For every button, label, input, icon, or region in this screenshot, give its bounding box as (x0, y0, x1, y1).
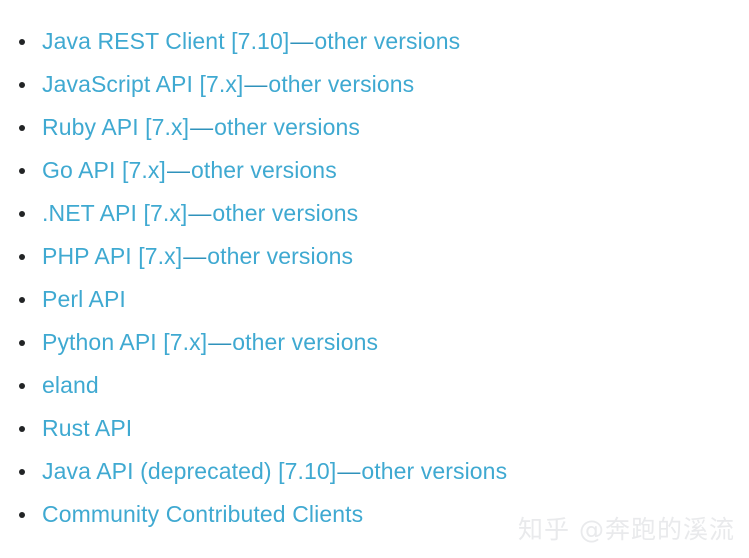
client-link[interactable]: JavaScript API [7.x] (42, 71, 244, 97)
client-link[interactable]: Java REST Client [7.10] (42, 28, 290, 54)
list-item: Python API [7.x]—other versions (0, 321, 749, 364)
separator-dash: — (244, 71, 268, 97)
bullet-icon (19, 382, 25, 389)
other-versions-link[interactable]: other versions (268, 71, 415, 97)
separator-dash: — (190, 114, 214, 140)
client-link[interactable]: Community Contributed Clients (42, 501, 364, 527)
other-versions-link[interactable]: other versions (190, 157, 337, 183)
separator-dash: — (183, 243, 207, 269)
list-item: Community Contributed Clients (0, 493, 749, 536)
bullet-icon (19, 296, 25, 303)
client-link[interactable]: .NET API [7.x] (42, 200, 188, 226)
client-link[interactable]: Go API [7.x] (42, 157, 166, 183)
bullet-icon (19, 425, 25, 432)
list-item: eland (0, 364, 749, 407)
separator-dash: — (208, 329, 232, 355)
list-item: Perl API (0, 278, 749, 321)
other-versions-link[interactable]: other versions (232, 329, 379, 355)
other-versions-link[interactable]: other versions (361, 458, 508, 484)
client-link[interactable]: Perl API (42, 286, 126, 312)
client-link[interactable]: Ruby API [7.x] (42, 114, 190, 140)
list-item: Rust API (0, 407, 749, 450)
other-versions-link[interactable]: other versions (314, 28, 461, 54)
bullet-icon (19, 511, 25, 518)
bullet-icon (19, 339, 25, 346)
client-link[interactable]: Python API [7.x] (42, 329, 208, 355)
bullet-icon (19, 167, 25, 174)
other-versions-link[interactable]: other versions (212, 200, 359, 226)
bullet-icon (19, 38, 25, 45)
client-link[interactable]: Java API (deprecated) [7.10] (42, 458, 337, 484)
bullet-icon (19, 210, 25, 217)
client-link[interactable]: eland (42, 372, 99, 398)
other-versions-link[interactable]: other versions (207, 243, 354, 269)
list-item: PHP API [7.x]—other versions (0, 235, 749, 278)
other-versions-link[interactable]: other versions (214, 114, 360, 140)
separator-dash: — (166, 157, 190, 183)
list-item: Java API (deprecated) [7.10]—other versi… (0, 450, 749, 493)
bullet-icon (19, 468, 25, 475)
list-item: .NET API [7.x]—other versions (0, 192, 749, 235)
bullet-icon (19, 81, 25, 88)
bullet-icon (19, 253, 25, 260)
separator-dash: — (290, 28, 314, 54)
list-item: Ruby API [7.x]—other versions (0, 106, 749, 149)
bullet-icon (19, 124, 25, 131)
list-item: Java REST Client [7.10]—other versions (0, 20, 749, 63)
list-item: Go API [7.x]—other versions (0, 149, 749, 192)
watermark: 知乎 @奔跑的溪流 (518, 515, 735, 544)
client-link[interactable]: Rust API (42, 415, 133, 441)
separator-dash: — (188, 200, 212, 226)
list-item: JavaScript API [7.x]—other versions (0, 63, 749, 106)
separator-dash: — (337, 458, 361, 484)
client-link[interactable]: PHP API [7.x] (42, 243, 183, 269)
